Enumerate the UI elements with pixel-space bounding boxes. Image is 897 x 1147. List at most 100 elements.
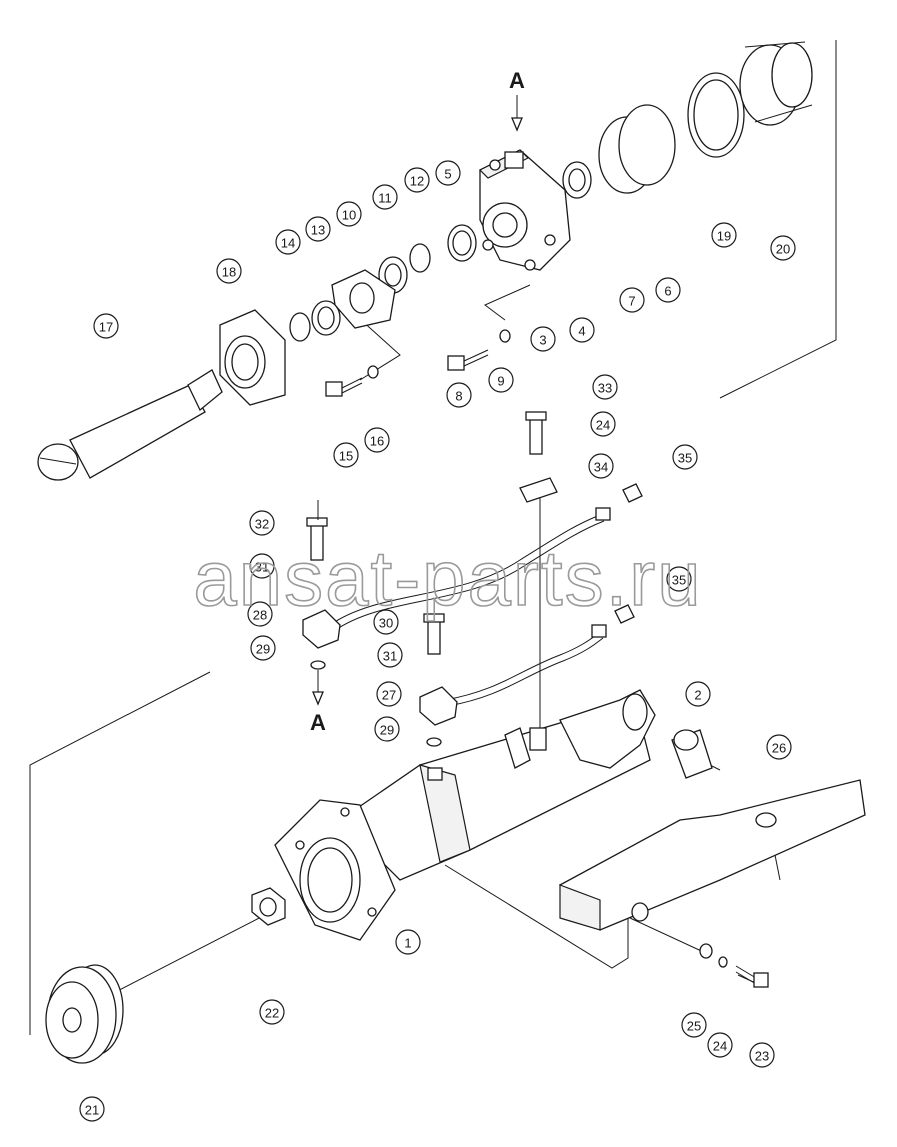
callout-circle — [395, 929, 421, 955]
callout-number: 33 — [598, 381, 612, 396]
valve-block — [478, 149, 571, 271]
callout-4: 4 — [569, 317, 595, 343]
callout-circle — [590, 411, 616, 437]
callout-number: 13 — [311, 223, 325, 238]
support-arm — [558, 779, 866, 931]
callout-25: 25 — [681, 1012, 707, 1038]
callout-circle — [275, 229, 301, 255]
callout-number: 1 — [404, 936, 411, 951]
callout-28: 28 — [247, 601, 273, 627]
callout-circle — [770, 235, 796, 261]
callout-number: 29 — [256, 642, 270, 657]
callout-circle — [435, 160, 461, 186]
callout-number: 23 — [755, 1049, 769, 1064]
callout-circle — [488, 367, 514, 393]
fitting-blocks — [302, 411, 558, 747]
callout-number: 26 — [772, 741, 786, 756]
callout-circle — [446, 382, 472, 408]
callout-number: 35 — [678, 451, 692, 466]
callout-number: 22 — [265, 1006, 279, 1021]
callout-24: 24 — [707, 1032, 733, 1058]
callout-number: 9 — [497, 374, 504, 389]
callout-number: 12 — [410, 174, 424, 189]
callout-circle — [250, 635, 276, 661]
callout-29: 29 — [250, 635, 276, 661]
callout-circle — [372, 184, 398, 210]
callout-26: 26 — [766, 734, 792, 760]
callout-number: 17 — [99, 320, 113, 335]
callout-circle — [247, 601, 273, 627]
callout-number: 2 — [694, 688, 701, 703]
callout-11: 11 — [372, 184, 398, 210]
callout-2: 2 — [685, 681, 711, 707]
callout-9: 9 — [488, 367, 514, 393]
callout-circle — [93, 313, 119, 339]
callout-32: 32 — [249, 510, 275, 536]
seal-rings-upper — [562, 41, 813, 199]
callout-circle — [305, 216, 331, 242]
callout-number: 8 — [455, 389, 462, 404]
callout-1: 1 — [395, 929, 421, 955]
callout-number: 7 — [628, 294, 635, 309]
callout-circle — [377, 642, 403, 668]
callout-circle — [619, 287, 645, 313]
callout-circle — [530, 326, 556, 352]
bolts-lower — [699, 943, 769, 988]
callout-number: 27 — [382, 688, 396, 703]
callout-circle — [333, 442, 359, 468]
callout-number: 31 — [255, 560, 269, 575]
callout-circle — [249, 553, 275, 579]
piston-rod — [37, 369, 223, 481]
callout-18: 18 — [216, 258, 242, 284]
callouts: 1234567891011121314151617181920212223242… — [79, 160, 796, 1122]
callout-circle — [376, 681, 402, 707]
callout-6: 6 — [655, 277, 681, 303]
callout-10: 10 — [336, 201, 362, 227]
callout-number: 5 — [444, 167, 451, 182]
callout-21: 21 — [79, 1096, 105, 1122]
bushing — [671, 729, 713, 779]
callout-circle — [364, 427, 390, 453]
cylinder-body — [274, 689, 656, 941]
callout-7: 7 — [619, 287, 645, 313]
callout-number: 18 — [222, 265, 236, 280]
callout-circle — [249, 510, 275, 536]
callout-number: 4 — [578, 324, 585, 339]
callout-number: 10 — [342, 208, 356, 223]
callout-circle — [666, 566, 692, 592]
section-marker-bottom: A — [310, 710, 326, 735]
callout-5: 5 — [435, 160, 461, 186]
section-arrows — [312, 95, 523, 706]
callout-number: 15 — [339, 449, 353, 464]
callout-circle — [216, 258, 242, 284]
callout-number: 28 — [253, 608, 267, 623]
callout-number: 21 — [85, 1103, 99, 1118]
callout-12: 12 — [404, 167, 430, 193]
callout-31: 31 — [249, 553, 275, 579]
callout-circle — [79, 1096, 105, 1122]
callout-16: 16 — [364, 427, 390, 453]
callout-31: 31 — [377, 642, 403, 668]
callout-15: 15 — [333, 442, 359, 468]
callout-22: 22 — [259, 999, 285, 1025]
callout-circle — [749, 1042, 775, 1068]
callout-13: 13 — [305, 216, 331, 242]
callout-circle — [681, 1012, 707, 1038]
callout-14: 14 — [275, 229, 301, 255]
callout-circle — [259, 999, 285, 1025]
callout-29: 29 — [374, 716, 400, 742]
callout-circle — [707, 1032, 733, 1058]
callout-number: 14 — [281, 236, 295, 251]
callout-35: 35 — [666, 566, 692, 592]
callout-number: 34 — [594, 460, 608, 475]
callout-number: 6 — [664, 284, 671, 299]
callout-number: 24 — [596, 418, 610, 433]
hydraulic-lines — [329, 483, 643, 707]
callout-circle — [711, 222, 737, 248]
callout-circle — [373, 609, 399, 635]
callout-20: 20 — [770, 235, 796, 261]
callout-17: 17 — [93, 313, 119, 339]
callout-circle — [685, 681, 711, 707]
bolts-upper — [325, 329, 511, 397]
